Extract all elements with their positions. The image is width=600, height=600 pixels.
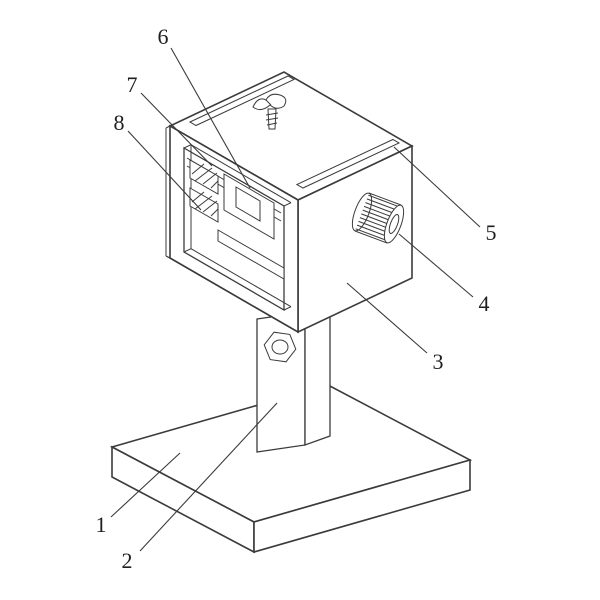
base-right-face: [253, 458, 471, 554]
wing-screw-handle: [252, 93, 287, 111]
frame-reveal: [183, 144, 292, 311]
hatched-block-upper: [189, 159, 219, 195]
knob-hub: [388, 214, 400, 234]
hex-bolt-head: [263, 331, 297, 363]
leader-line-6: [170, 47, 251, 189]
housing-box: [165, 71, 414, 334]
wing-screw-threads: [265, 112, 279, 126]
inner-assembly: [186, 157, 285, 280]
leader-line-4: [398, 233, 474, 298]
label-2: 2: [122, 548, 133, 573]
top-rail-right: [295, 138, 401, 189]
knurled-knob: [351, 192, 405, 244]
knob-end-cap: [383, 204, 405, 244]
support-post: [256, 302, 331, 453]
apertured-plate: [223, 173, 275, 240]
knob-silhouette-bottom: [354, 230, 388, 244]
knob-silhouette-top: [368, 192, 402, 206]
leader-line-7: [140, 92, 213, 167]
leader-line-3: [346, 282, 428, 354]
frame-lip: [165, 125, 299, 333]
label-7: 7: [127, 72, 138, 97]
label-8: 8: [114, 110, 125, 135]
leader-lines: [110, 47, 481, 552]
leader-line-8: [127, 130, 202, 211]
label-5: 5: [486, 220, 497, 245]
top-rail-left: [188, 75, 296, 127]
leader-line-1: [110, 452, 181, 518]
leader-line-5: [393, 146, 481, 228]
base-plate: [109, 384, 473, 554]
plate-hole: [235, 186, 261, 222]
leader-line-2: [139, 402, 278, 552]
label-3: 3: [433, 349, 444, 374]
label-1: 1: [96, 512, 107, 537]
label-6: 6: [158, 24, 169, 49]
wing-screw: [252, 93, 287, 130]
hex-bolt: [263, 331, 297, 363]
top-rails: [188, 75, 401, 189]
hex-bolt-boss: [271, 339, 289, 355]
bottom-shelf: [217, 229, 285, 280]
label-4: 4: [479, 291, 490, 316]
reference-labels: 1 2 3 4 5 6 7 8: [96, 24, 497, 573]
wing-screw-ridge: [265, 99, 272, 106]
